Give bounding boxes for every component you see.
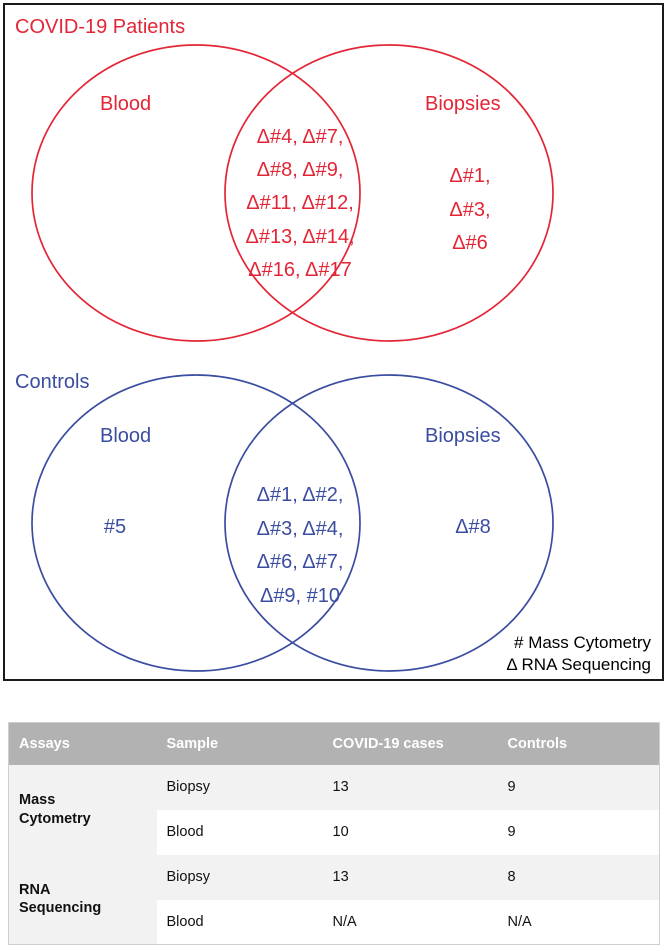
symbol-legend: # Mass Cytometry Δ RNA Sequencing xyxy=(506,633,651,674)
covid-overlap-line: Δ#11, Δ#12, xyxy=(246,192,354,214)
covid-overlap-line: Δ#16, Δ#17 xyxy=(248,259,351,281)
assay-label-line1: Mass xyxy=(19,792,56,809)
covid-biopsies-only-list: Δ#1, Δ#3, Δ#6 xyxy=(449,165,490,254)
venn-diagram-panel: COVID-19 Patients Blood Biopsies Δ#4, Δ#… xyxy=(3,3,664,681)
controls-overlap-line: Δ#9, #10 xyxy=(260,585,340,607)
controls-overlap-list: Δ#1, Δ#2, Δ#3, Δ#4, Δ#6, Δ#7, Δ#9, #10 xyxy=(257,484,344,607)
covid-blood-label: Blood xyxy=(100,93,151,115)
column-header-assays: Assays xyxy=(8,722,157,765)
covid-overlap-line: Δ#13, Δ#14, xyxy=(245,226,354,248)
table-row: Blood N/A N/A xyxy=(9,899,660,945)
assay-group-mass-cytometry: Mass Cytometry xyxy=(8,764,157,855)
controls-biopsy-only-line: Δ#8 xyxy=(455,516,491,538)
covid-overlap-line: Δ#8, Δ#9, xyxy=(257,159,344,181)
assay-label-line1: RNA xyxy=(19,882,51,899)
table-row: Mass Cytometry Biopsy 13 9 xyxy=(8,764,660,855)
column-header-controls: Controls xyxy=(497,722,660,765)
cell-cases: 13 xyxy=(322,764,498,810)
controls-biopsies-label: Biopsies xyxy=(425,425,501,447)
controls-biopsies-only-list: Δ#8 xyxy=(455,516,491,538)
table-header-row: Assays Sample COVID-19 cases Controls xyxy=(8,722,660,765)
covid-overlap-line: Δ#4, Δ#7, xyxy=(257,126,344,148)
table-row: RNA Sequencing Biopsy 13 8 xyxy=(8,854,660,945)
cell-controls: 9 xyxy=(497,764,660,810)
column-header-sample: Sample xyxy=(156,722,323,765)
covid-blood-circle xyxy=(31,44,361,342)
assay-label-line2: Sequencing xyxy=(19,900,102,917)
table-body: Mass Cytometry Biopsy 13 9 Blood 10 9 RN… xyxy=(8,764,660,945)
covid-biopsies-label: Biopsies xyxy=(425,93,501,115)
cell-cases: 10 xyxy=(322,809,498,855)
cell-controls: 8 xyxy=(497,854,660,900)
cell-cases: 13 xyxy=(322,854,498,900)
controls-group-title: Controls xyxy=(15,371,89,393)
covid-biopsy-only-line: Δ#6 xyxy=(452,232,488,254)
cell-sample: Biopsy xyxy=(156,854,323,900)
covid-overlap-list: Δ#4, Δ#7, Δ#8, Δ#9, Δ#11, Δ#12, Δ#13, Δ#… xyxy=(245,126,354,281)
cell-cases: N/A xyxy=(322,899,498,945)
table-header: Assays Sample COVID-19 cases Controls xyxy=(8,722,660,765)
controls-biopsies-circle xyxy=(224,374,554,672)
cell-sample: Biopsy xyxy=(156,764,323,810)
assay-summary-table: Assays Sample COVID-19 cases Controls Ma… xyxy=(8,722,660,945)
legend-mass-cytometry: # Mass Cytometry xyxy=(514,633,651,652)
table-row: Blood 10 9 xyxy=(9,809,660,855)
assay-label-line2: Cytometry xyxy=(19,810,91,827)
column-header-cases: COVID-19 cases xyxy=(322,722,498,765)
controls-venn-group: Controls Blood Biopsies #5 Δ#1, Δ#2, Δ#3… xyxy=(15,371,554,672)
controls-blood-label: Blood xyxy=(100,425,151,447)
cell-controls: 9 xyxy=(497,809,660,855)
covid-biopsy-only-line: Δ#3, xyxy=(449,199,490,221)
controls-blood-only-list: #5 xyxy=(104,516,126,538)
cell-controls: N/A xyxy=(497,899,660,945)
covid-group-title: COVID-19 Patients xyxy=(15,16,185,38)
controls-overlap-line: Δ#3, Δ#4, xyxy=(257,518,344,540)
venn-diagrams-svg: COVID-19 Patients Blood Biopsies Δ#4, Δ#… xyxy=(15,16,651,674)
cell-sample: Blood xyxy=(156,809,323,855)
controls-overlap-line: Δ#6, Δ#7, xyxy=(257,551,344,573)
legend-rna-sequencing: Δ RNA Sequencing xyxy=(506,655,651,674)
covid-biopsy-only-line: Δ#1, xyxy=(449,165,490,187)
covid-biopsies-circle xyxy=(224,44,554,342)
controls-overlap-line: Δ#1, Δ#2, xyxy=(257,484,344,506)
controls-blood-circle xyxy=(31,374,361,672)
controls-blood-only-line: #5 xyxy=(104,516,126,538)
assay-group-rna-sequencing: RNA Sequencing xyxy=(8,854,157,945)
cell-sample: Blood xyxy=(156,899,323,945)
covid-venn-group: COVID-19 Patients Blood Biopsies Δ#4, Δ#… xyxy=(15,16,554,342)
